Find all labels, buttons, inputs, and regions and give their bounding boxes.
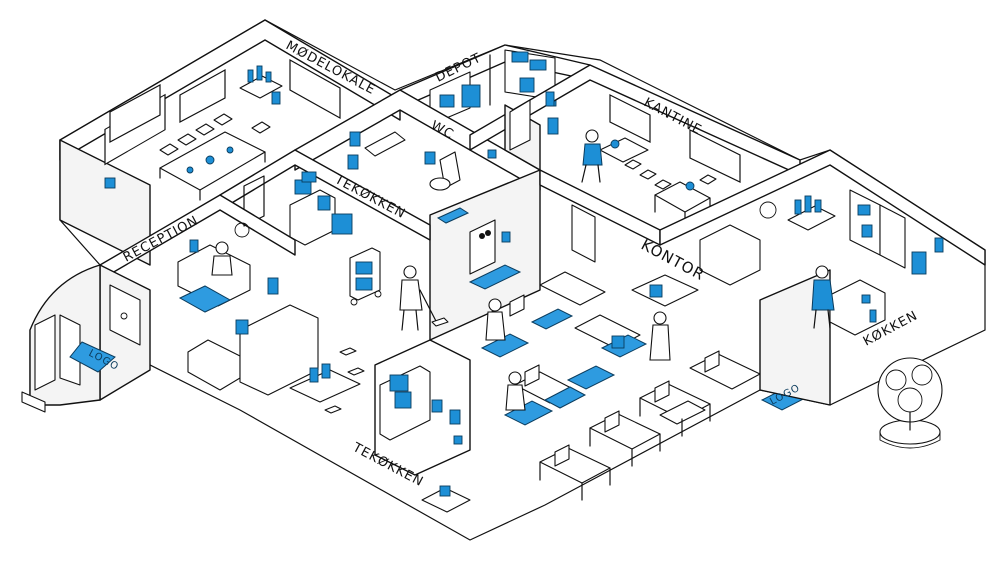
entrance-vestibule [21,264,116,413]
cleaner-figure [399,265,449,331]
potted-tree [877,357,943,449]
room-reception [99,194,319,401]
room-kokken [659,149,986,406]
room-wc [294,89,541,341]
room-meeting [59,19,401,266]
room-tekokken-bottom [289,339,471,513]
